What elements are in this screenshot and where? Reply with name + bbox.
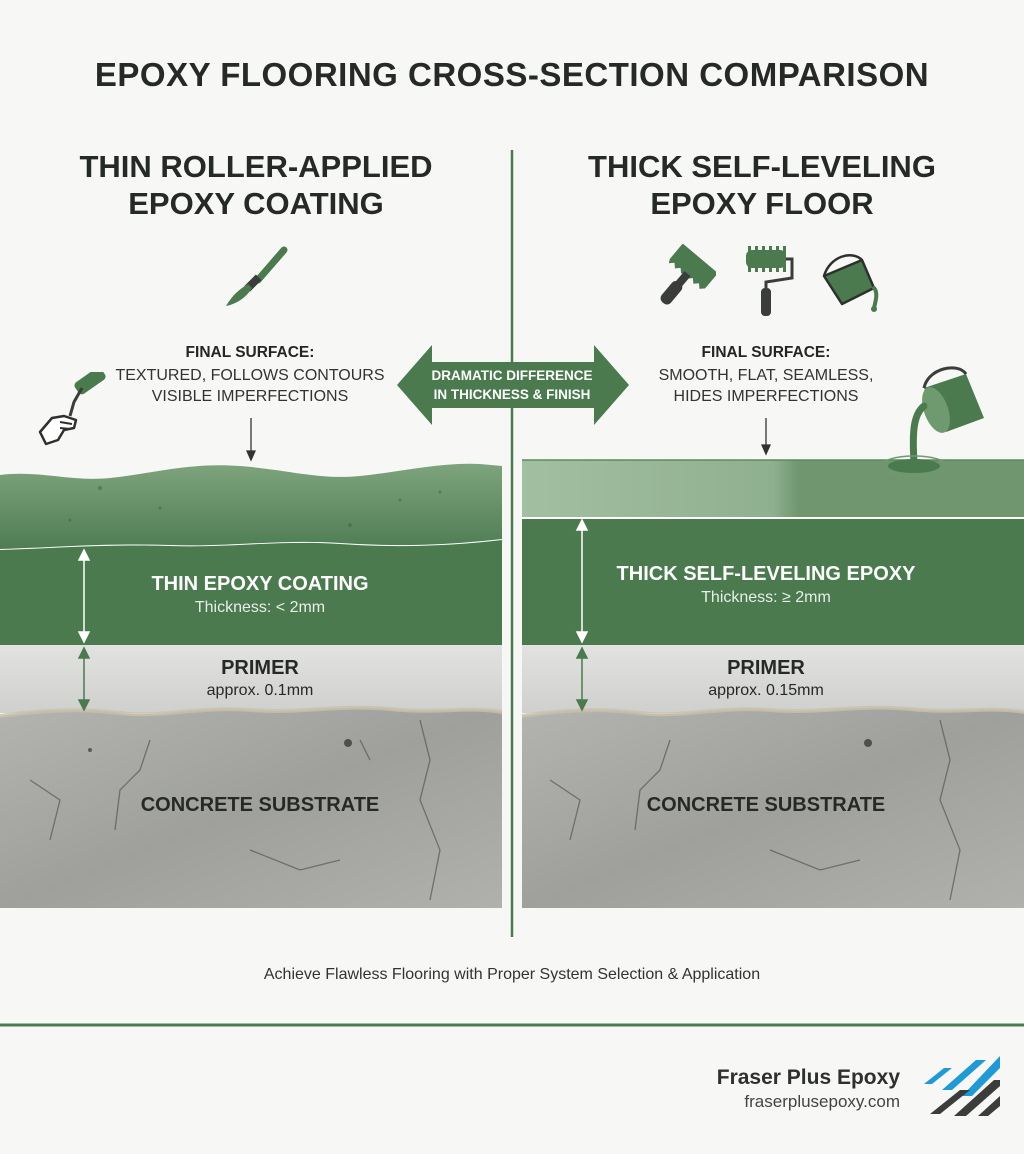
notched-trowel-icon [660,244,716,305]
right-primer-title: PRIMER [727,657,805,679]
left-heading-line1: THIN ROLLER-APPLIED [79,149,433,184]
footer-tagline: Achieve Flawless Flooring with Proper Sy… [263,966,761,983]
left-coating-layer [0,540,502,645]
right-surface-label: FINAL SURFACE: [701,344,831,361]
left-heading-line2: EPOXY COATING [128,186,384,221]
left-substrate-label: CONCRETE SUBSTRATE [140,794,380,816]
pouring-bucket-icon [822,254,879,312]
center-badge-line1: DRAMATIC DIFFERENCE [431,368,593,383]
center-badge-line2: IN THICKNESS & FINISH [433,387,591,402]
left-surface-line1: TEXTURED, FOLLOWS CONTOURS [115,367,385,384]
paintbrush-icon [226,246,288,306]
right-heading-line1: THICK SELF-LEVELING [588,149,936,184]
right-surface-line2: HIDES IMPERFECTIONS [673,388,859,405]
center-double-arrow [397,345,629,425]
left-coating-thickness: Thickness: < 2mm [194,599,326,616]
left-surface-label: FINAL SURFACE: [185,344,315,361]
left-surface-line2: VISIBLE IMPERFECTIONS [151,388,349,405]
right-primer-thickness: approx. 0.15mm [708,682,824,699]
brand-url[interactable]: fraserplusepoxy.com [744,1092,900,1111]
hand-roller-icon [38,372,106,446]
right-coating-layer [522,519,1024,645]
spiked-roller-icon [746,246,794,316]
right-coating-title: THICK SELF-LEVELING EPOXY [616,563,916,585]
left-coating-title: THIN EPOXY COATING [151,573,369,595]
right-heading-line2: EPOXY FLOOR [650,186,874,221]
brand-name: Fraser Plus Epoxy [716,1066,900,1089]
left-concrete-layer [0,707,502,908]
page-title: EPOXY FLOORING CROSS-SECTION COMPARISON [94,56,930,93]
right-surface-line1: SMOOTH, FLAT, SEAMLESS, [658,367,874,384]
right-substrate-label: CONCRETE SUBSTRATE [646,794,886,816]
pouring-bucket-large-icon [884,366,984,477]
center-badge-text: DRAMATIC DIFFERENCE IN THICKNESS & FINIS… [420,366,604,404]
left-surface-description: TEXTURED, FOLLOWS CONTOURS VISIBLE IMPER… [80,365,420,407]
left-primer-title: PRIMER [221,657,299,679]
right-primer-layer [522,645,1024,713]
left-heading: THIN ROLLER-APPLIED EPOXY COATING [46,148,466,222]
brand-logo-icon [924,1056,1000,1116]
right-heading: THICK SELF-LEVELING EPOXY FLOOR [552,148,972,222]
left-primer-thickness: approx. 0.1mm [206,682,314,699]
right-surface-description: SMOOTH, FLAT, SEAMLESS, HIDES IMPERFECTI… [616,365,916,407]
right-concrete-layer [522,707,1024,908]
left-textured-surface [0,463,502,550]
right-smooth-surface [522,460,1024,518]
right-coating-thickness: Thickness: ≥ 2mm [701,589,831,606]
